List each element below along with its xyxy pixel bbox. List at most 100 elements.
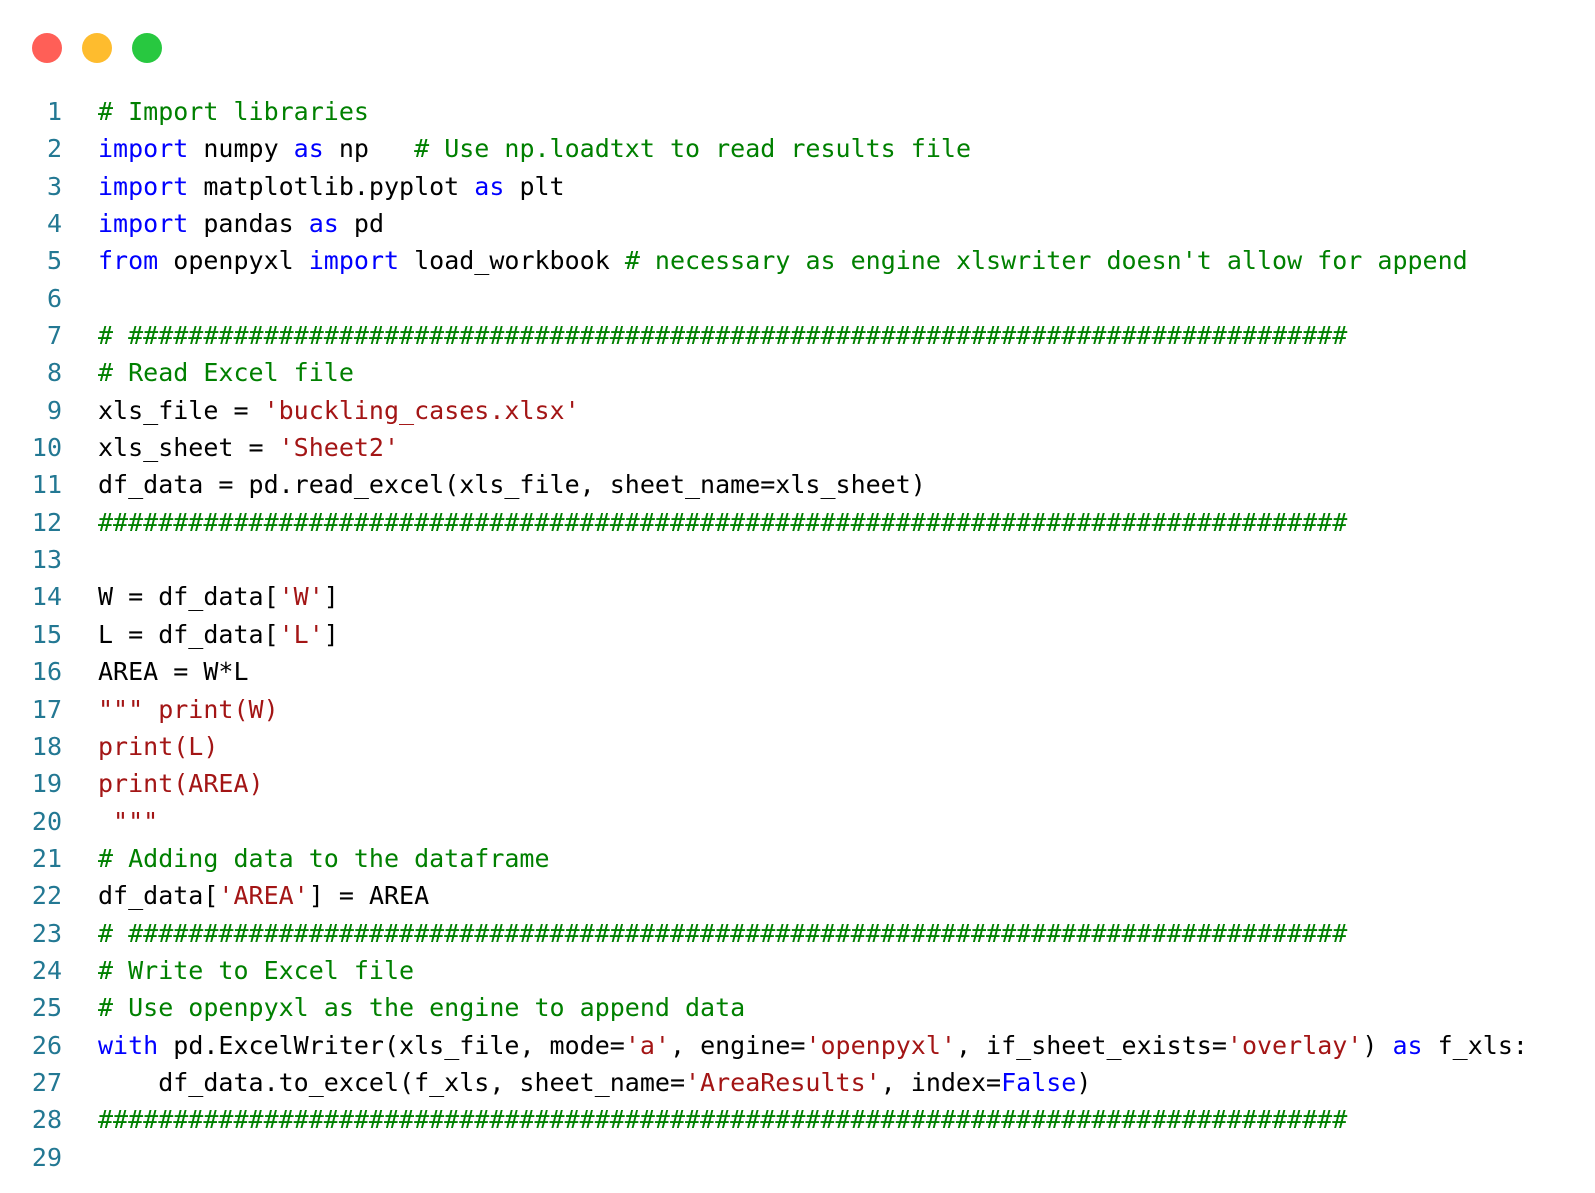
code-line[interactable]: 8# Read Excel file xyxy=(0,354,1595,391)
close-window-button[interactable] xyxy=(32,33,62,63)
code-line[interactable]: 12 ######################################… xyxy=(0,504,1595,541)
line-number: 15 xyxy=(31,619,62,649)
code-token: plt xyxy=(504,171,565,201)
code-text: W = df_data['W'] xyxy=(98,578,339,615)
code-token: W = df_data[ xyxy=(98,582,279,612)
keyword-token: as xyxy=(308,209,339,239)
string-token: 'L' xyxy=(278,619,324,649)
line-number: 13 xyxy=(31,545,62,575)
keyword-token: import xyxy=(98,171,189,201)
code-line[interactable]: 28 ######################################… xyxy=(0,1101,1595,1138)
keyword-token: with xyxy=(98,1030,159,1060)
code-line[interactable]: 27 df_data.to_excel(f_xls, sheet_name='A… xyxy=(0,1064,1595,1101)
code-line[interactable]: 21 # Adding data to the dataframe xyxy=(0,840,1595,877)
code-token: openpyxl xyxy=(158,246,309,276)
line-number: 12 xyxy=(31,507,62,537)
code-line[interactable]: 15 L = df_data['L'] xyxy=(0,616,1595,653)
code-token: ] xyxy=(323,619,339,649)
comment-token: # Use openpyxl as the engine to append d… xyxy=(98,993,746,1023)
code-line[interactable]: 19 print(AREA) xyxy=(0,765,1595,802)
string-token: 'openpyxl' xyxy=(805,1030,956,1060)
code-token: df_data.to_excel(f_xls, sheet_name= xyxy=(98,1067,685,1097)
line-number: 26 xyxy=(31,1030,62,1060)
line-number: 1 xyxy=(46,97,62,126)
code-text: L = df_data['L'] xyxy=(98,616,339,653)
minimize-window-button[interactable] xyxy=(82,33,112,63)
code-line[interactable]: 26 with pd.ExcelWriter(xls_file, mode='a'… xyxy=(0,1027,1595,1064)
code-editor[interactable]: 1 # Import libraries 2 import numpy as np #… xyxy=(0,93,1595,1176)
code-token: load_workbook xyxy=(399,246,625,276)
code-line[interactable]: 25# Use openpyxl as the engine to append… xyxy=(0,989,1595,1026)
code-text: with pd.ExcelWriter(xls_file, mode='a', … xyxy=(98,1027,1528,1064)
code-text: # ######################################… xyxy=(98,915,1347,952)
code-line[interactable]: 7 # #####################################… xyxy=(0,317,1595,354)
code-token: df_data[ xyxy=(98,881,219,911)
code-token: , engine= xyxy=(669,1030,806,1060)
code-token: pd xyxy=(338,209,384,239)
code-token: xls_sheet = xyxy=(98,433,279,463)
line-number: 16 xyxy=(31,657,62,687)
keyword-token: import xyxy=(98,134,189,164)
line-number: 9 xyxy=(46,395,62,425)
code-text: ########################################… xyxy=(98,1101,1347,1138)
code-line[interactable]: 23# ####################################… xyxy=(0,915,1595,952)
line-number: 28 xyxy=(31,1105,62,1135)
line-number: 6 xyxy=(46,283,62,313)
code-token: numpy xyxy=(188,134,294,164)
comment-token: ########################################… xyxy=(98,507,1348,537)
code-text: xls_sheet = 'Sheet2' xyxy=(98,429,399,466)
comment-token: # necessary as engine xlswriter doesn't … xyxy=(624,246,1468,276)
string-token: 'AREA' xyxy=(218,881,309,911)
code-text: df_data['AREA'] = AREA xyxy=(98,877,429,914)
line-number: 7 xyxy=(46,321,62,351)
code-line[interactable]: 24# Write to Excel file xyxy=(0,952,1595,989)
line-number: 22 xyxy=(31,881,62,911)
line-number: 21 xyxy=(31,843,62,873)
code-line[interactable]: 17""" print(W) xyxy=(0,691,1595,728)
comment-token: # Adding data to the dataframe xyxy=(98,843,550,873)
string-token: 'buckling_cases.xlsx' xyxy=(263,395,580,425)
code-line[interactable]: 1 # Import libraries xyxy=(0,93,1595,130)
code-token: matplotlib.pyplot xyxy=(188,171,475,201)
code-line[interactable]: 13 xyxy=(0,541,1595,578)
keyword-token: from xyxy=(98,246,159,276)
code-text: """ print(W) xyxy=(98,691,279,728)
comment-token: # ######################################… xyxy=(98,321,1348,351)
code-token: ) xyxy=(1076,1067,1092,1097)
code-line[interactable]: 22 df_data['AREA'] = AREA xyxy=(0,877,1595,914)
code-token: np xyxy=(323,134,415,164)
code-text: # Write to Excel file xyxy=(98,952,414,989)
code-text: # Import libraries xyxy=(98,93,369,130)
code-token: L = df_data[ xyxy=(98,619,279,649)
string-token: print(L) xyxy=(98,731,219,761)
code-text: df_data.to_excel(f_xls, sheet_name='Area… xyxy=(98,1064,1091,1101)
code-line[interactable]: 20 """ xyxy=(0,803,1595,840)
string-token: 'a' xyxy=(624,1030,670,1060)
code-line[interactable]: 6 xyxy=(0,280,1595,317)
code-line[interactable]: 29 xyxy=(0,1139,1595,1176)
code-text: df_data = pd.read_excel(xls_file, sheet_… xyxy=(98,466,926,503)
string-token: """ xyxy=(98,806,159,836)
code-token: pd.ExcelWriter(xls_file, mode= xyxy=(158,1030,625,1060)
line-number: 2 xyxy=(46,134,62,164)
line-number: 29 xyxy=(31,1142,62,1172)
line-number: 27 xyxy=(31,1067,62,1097)
code-text: import numpy as np # Use np.loadtxt to r… xyxy=(98,130,971,167)
keyword-token: import xyxy=(308,246,400,276)
code-text: print(AREA) xyxy=(98,765,264,802)
code-text: print(L) xyxy=(98,728,218,765)
maximize-window-button[interactable] xyxy=(132,33,162,63)
line-number: 19 xyxy=(31,769,62,799)
keyword-token: import xyxy=(98,209,189,239)
comment-token: # Use np.loadtxt to read results file xyxy=(414,134,971,164)
code-line[interactable]: 2 import numpy as np # Use np.loadtxt to … xyxy=(0,130,1595,167)
